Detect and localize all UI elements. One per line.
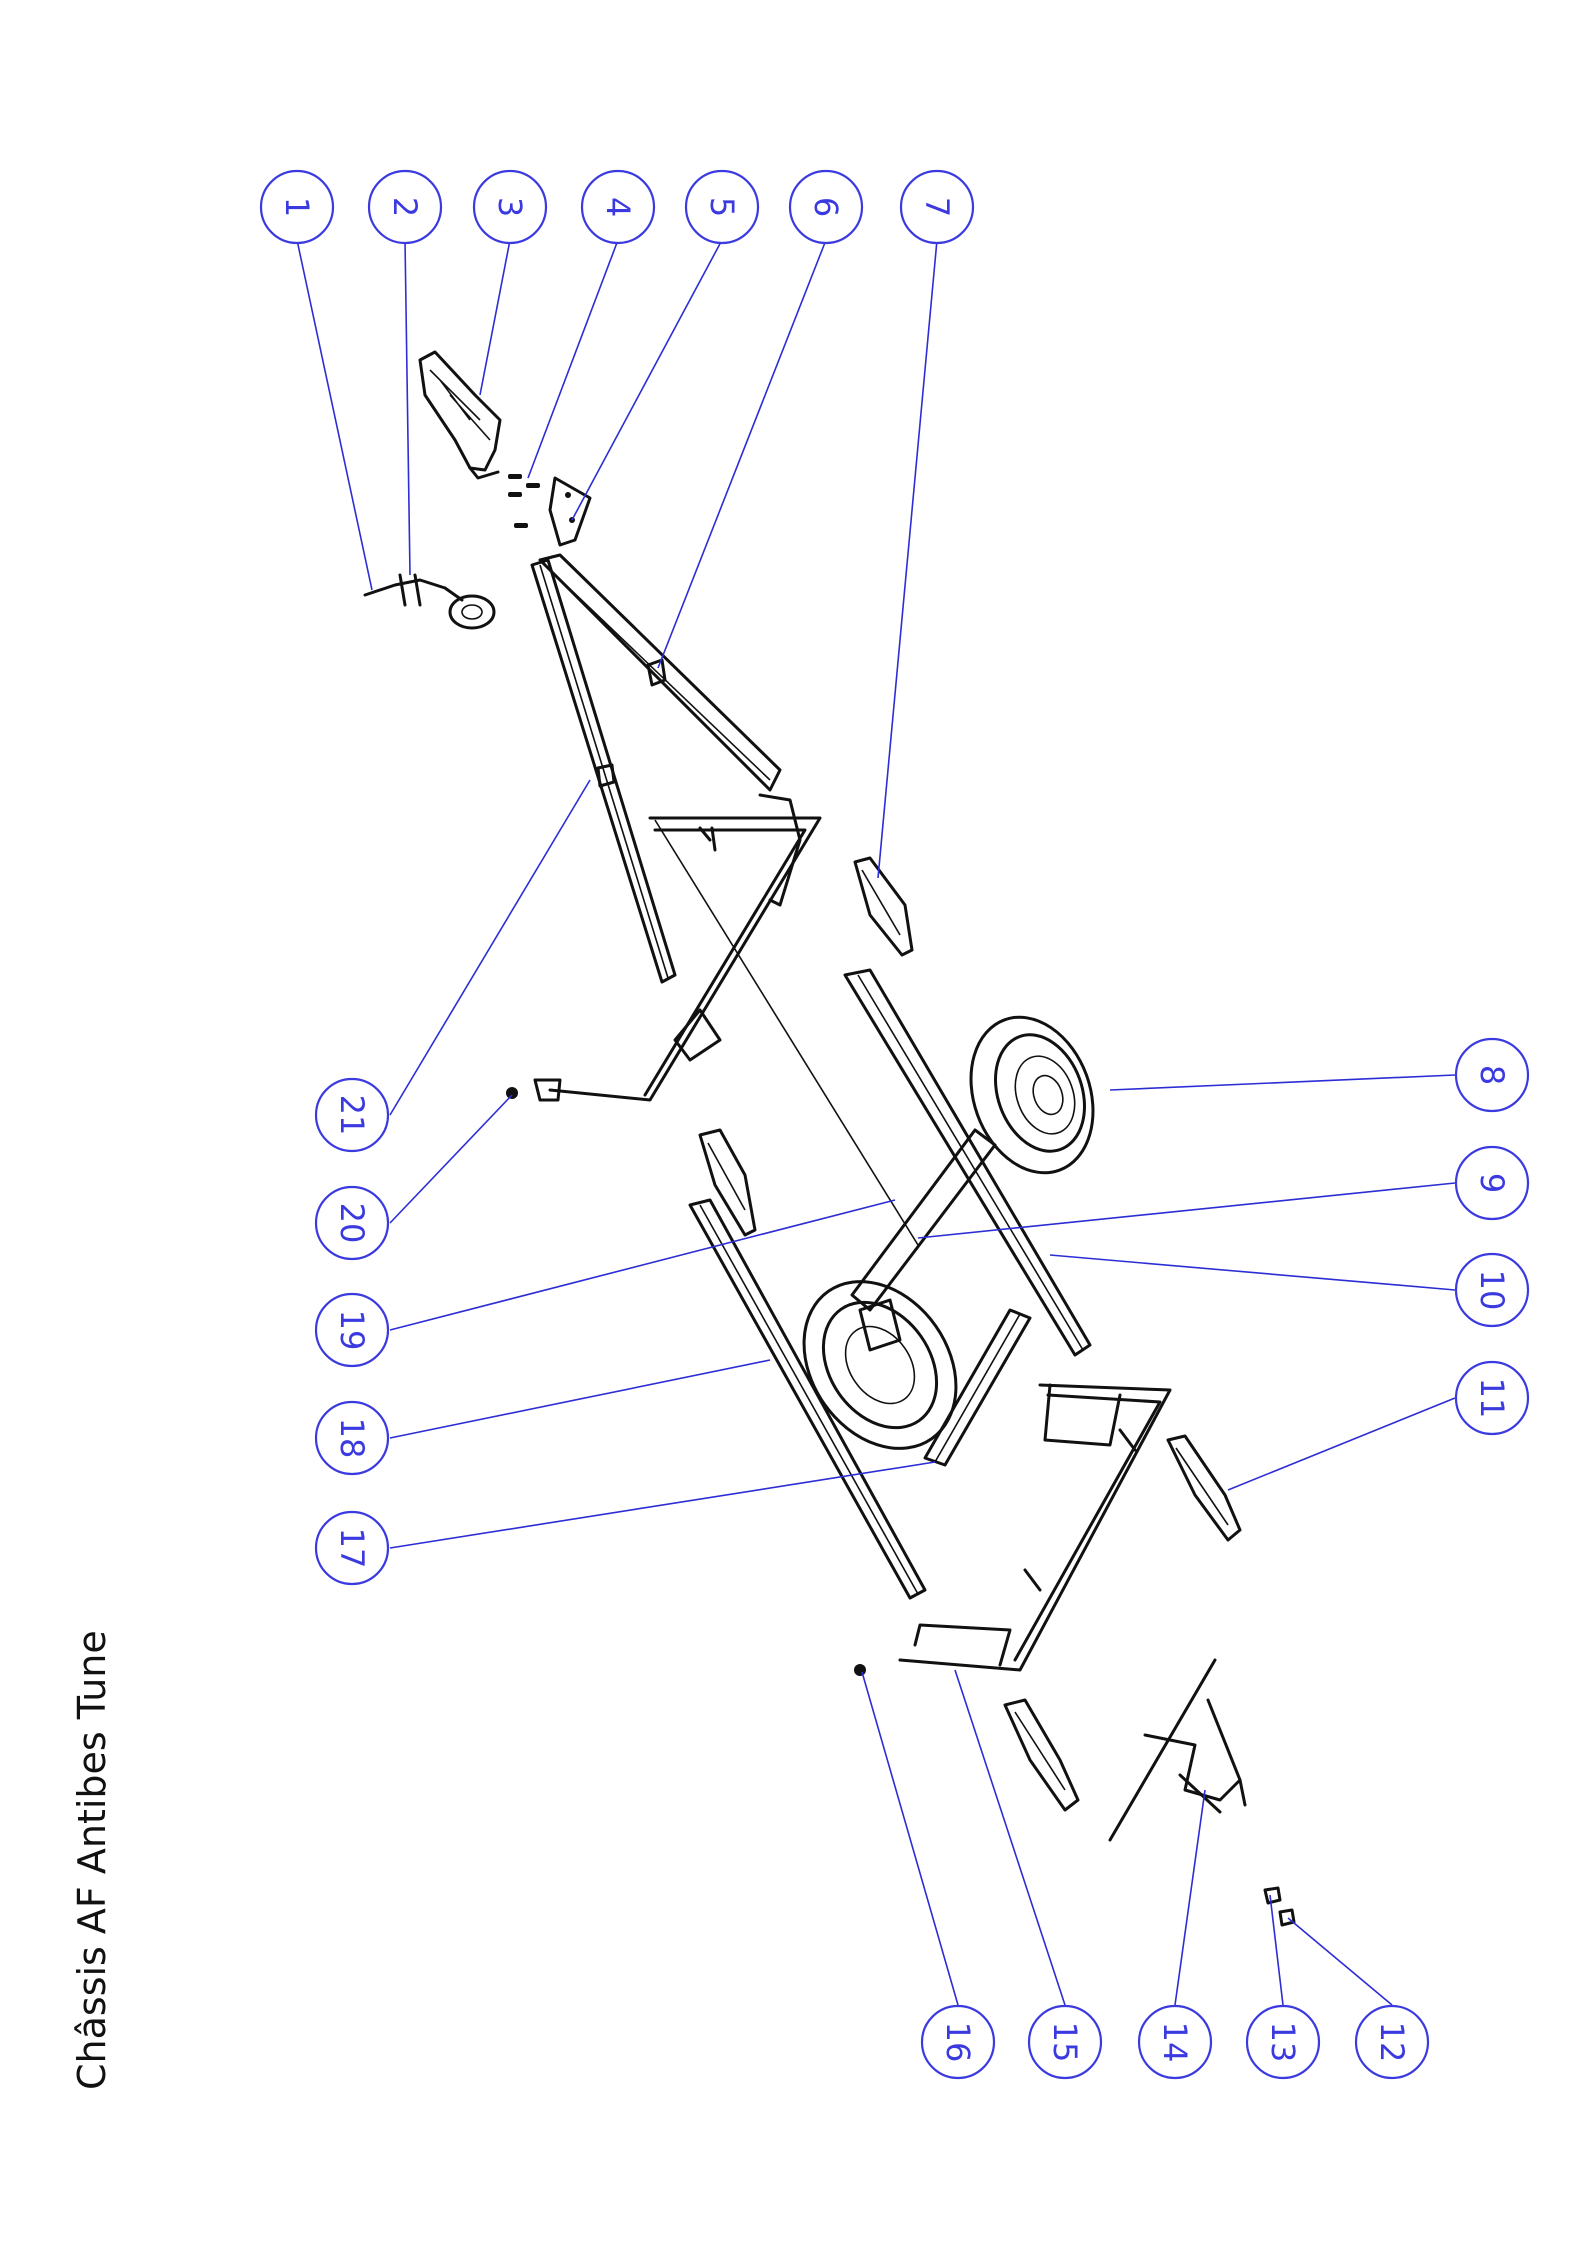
- callout-13: 13: [1247, 2006, 1319, 2078]
- callout-1: 1: [261, 171, 333, 243]
- callout-17: 17: [316, 1512, 388, 1584]
- part-rear-nut: [854, 1664, 866, 1676]
- callout-11: 11: [1456, 1362, 1528, 1434]
- callout-label: 20: [333, 1203, 371, 1244]
- callout-label: 10: [1473, 1270, 1511, 1311]
- callout-15: 15: [1029, 2006, 1101, 2078]
- leader-8: [1110, 1075, 1455, 1090]
- leader-16: [862, 1672, 958, 2005]
- callout-20: 20: [316, 1187, 388, 1259]
- leader-19: [390, 1200, 895, 1330]
- drawing-title: Châssis AF Antibes Tune: [70, 1630, 114, 2090]
- part-jockey-wheel: [365, 575, 494, 628]
- callout-19: 19: [316, 1294, 388, 1366]
- callout-label: 4: [599, 197, 637, 217]
- callout-label: 14: [1156, 2022, 1194, 2063]
- callout-label: 15: [1046, 2022, 1084, 2063]
- part-wheel-right: [950, 1000, 1114, 1190]
- leader-20: [390, 1095, 512, 1223]
- callout-21: 21: [316, 1079, 388, 1151]
- leader-12: [1288, 1918, 1392, 2005]
- callout-label: 7: [918, 197, 956, 217]
- callout-label: 18: [333, 1418, 371, 1459]
- part-clip-12: [1280, 1910, 1294, 1925]
- callout-label: 8: [1473, 1065, 1511, 1085]
- callout-label: 19: [333, 1310, 371, 1351]
- part-mudguard-bracket-rear-left: [1005, 1700, 1078, 1810]
- callout-label: 3: [491, 197, 529, 217]
- part-mudguard-bracket-rear-right: [1168, 1436, 1240, 1540]
- leader-1: [297, 240, 372, 590]
- callout-12: 12: [1356, 2006, 1428, 2078]
- callout-label: 2: [386, 197, 424, 217]
- part-front-frame: [535, 795, 820, 1100]
- callout-label: 12: [1373, 2022, 1411, 2063]
- callout-3: 3: [474, 171, 546, 243]
- part-wheel-left: [773, 1252, 988, 1477]
- part-drawbar-right: [540, 555, 780, 790]
- callout-8: 8: [1456, 1039, 1528, 1111]
- leader-14: [1175, 1790, 1205, 2005]
- callout-2: 2: [369, 171, 441, 243]
- leader-10: [1050, 1255, 1455, 1290]
- part-front-nut: [506, 1087, 518, 1099]
- callout-label: 5: [703, 197, 741, 217]
- callout-label: 16: [939, 2022, 977, 2063]
- callout-10: 10: [1456, 1254, 1528, 1326]
- part-hitch-coupler: [420, 352, 500, 478]
- leader-15: [955, 1670, 1065, 2005]
- callout-14: 14: [1139, 2006, 1211, 2078]
- callout-label: 21: [333, 1095, 371, 1136]
- callout-18: 18: [316, 1402, 388, 1474]
- leader-2: [405, 240, 410, 575]
- callout-label: 6: [807, 197, 845, 217]
- leader-6: [658, 240, 826, 668]
- leader-lines: [297, 240, 1455, 2005]
- leader-17: [390, 1462, 935, 1548]
- callout-16: 16: [922, 2006, 994, 2078]
- callout-label: 13: [1264, 2022, 1302, 2063]
- callout-9: 9: [1456, 1147, 1528, 1219]
- leader-5: [572, 240, 722, 520]
- callout-label: 9: [1473, 1173, 1511, 1193]
- callout-6: 6: [790, 171, 862, 243]
- part-number-plate-frame: [1110, 1660, 1245, 1840]
- callout-label: 17: [333, 1528, 371, 1569]
- leader-11: [1228, 1398, 1455, 1490]
- callout-label: 1: [278, 197, 316, 217]
- leader-18: [390, 1360, 770, 1438]
- part-mudguard-bracket-front-right: [855, 858, 912, 955]
- leader-7: [878, 240, 937, 878]
- leader-3: [480, 240, 510, 395]
- callout-label: 11: [1473, 1378, 1511, 1419]
- callout-7: 7: [901, 171, 973, 243]
- part-left-side-rail: [690, 1200, 925, 1598]
- part-bolts: [508, 474, 540, 528]
- part-rear-frame: [900, 1385, 1170, 1670]
- callout-4: 4: [582, 171, 654, 243]
- part-clip-13: [1265, 1888, 1280, 1903]
- leader-4: [528, 240, 618, 478]
- callout-5: 5: [686, 171, 758, 243]
- leader-21: [390, 780, 590, 1115]
- part-coupler-plate: [550, 478, 590, 545]
